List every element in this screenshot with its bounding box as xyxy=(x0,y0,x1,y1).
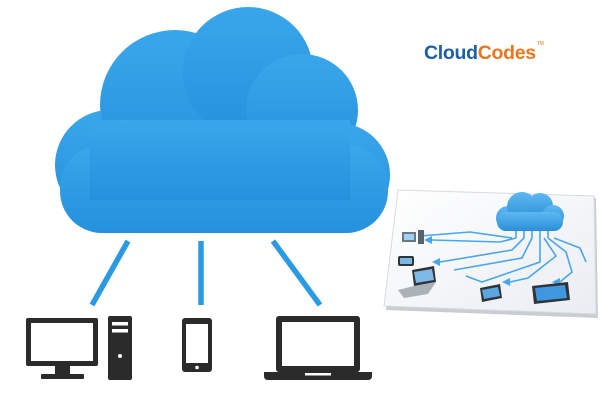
logo-text-cloud: Cloud xyxy=(424,42,478,64)
cloud-network-illustration xyxy=(383,189,598,318)
small-cloud-icon xyxy=(496,192,564,231)
desktop-monitor-icon xyxy=(26,318,98,379)
logo-text-codes: Codes xyxy=(477,42,536,64)
panel-phone-2-icon xyxy=(480,284,502,302)
logo-trademark: TM xyxy=(536,41,544,47)
panel-tablet-icon xyxy=(532,282,570,304)
panel-phone-icon xyxy=(398,256,414,266)
cloud-connectors xyxy=(89,239,323,307)
cloud-icon xyxy=(55,7,390,233)
desktop-tower-icon xyxy=(108,316,132,380)
panel-laptop-icon xyxy=(398,266,436,298)
panel-desktop-icon xyxy=(402,230,424,244)
cloudcodes-logo: CloudCodesTM xyxy=(424,41,544,64)
laptop-icon xyxy=(264,316,372,380)
tablet-icon xyxy=(182,318,212,372)
